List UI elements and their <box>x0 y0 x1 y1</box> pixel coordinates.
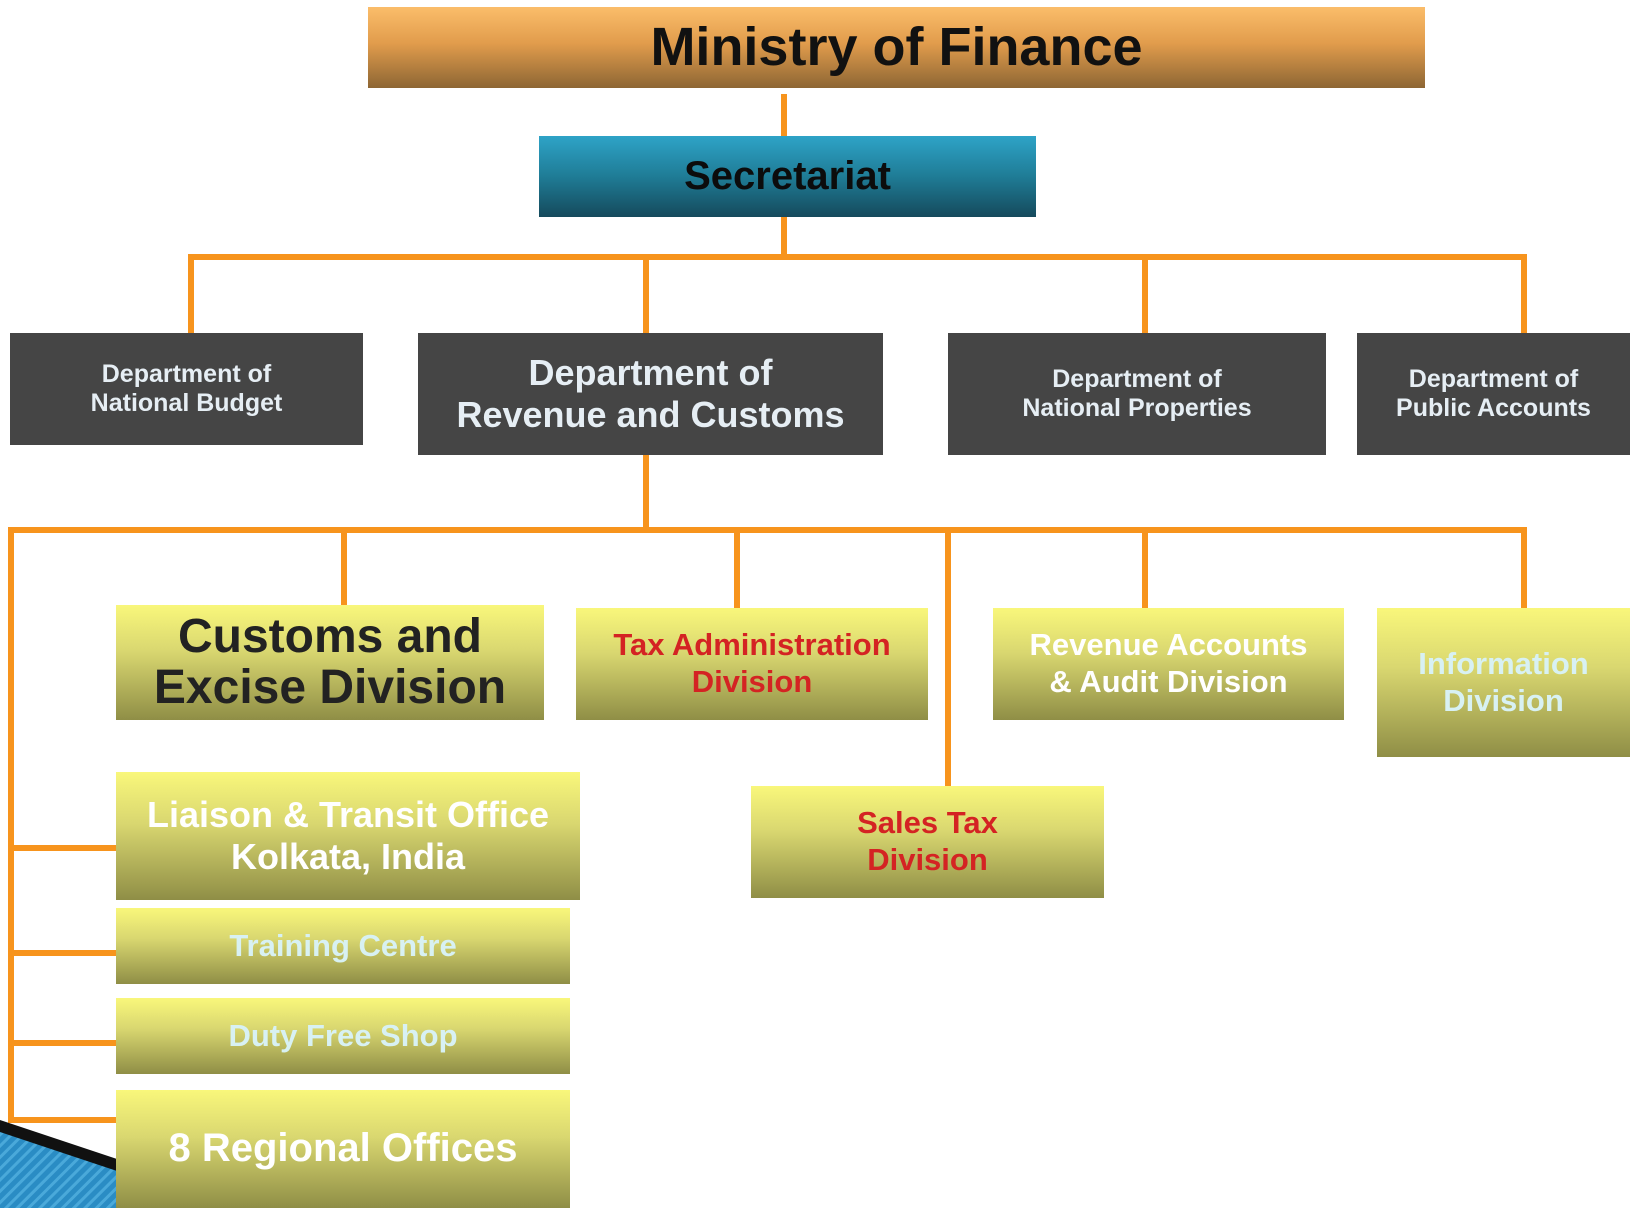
regional-offices-label: 8 Regional Offices <box>168 1126 518 1171</box>
node-liaison-transit-office: Liaison & Transit Office Kolkata, India <box>116 772 580 900</box>
node-secretariat-label: Secretariat <box>684 153 891 198</box>
node-dept-national-budget: Department of National Budget <box>10 333 363 445</box>
node-tax-administration-division: Tax Administration Division <box>576 608 928 720</box>
duty-free-shop-label: Duty Free Shop <box>228 1017 458 1053</box>
information-label: Information Division <box>1418 645 1589 718</box>
node-information-division: Information Division <box>1377 608 1630 757</box>
node-ministry-label: Ministry of Finance <box>650 16 1143 77</box>
node-training-centre: Training Centre <box>116 908 570 984</box>
dept-national-properties-label: Department of National Properties <box>1022 364 1252 423</box>
sales-tax-label: Sales Tax Division <box>857 805 998 877</box>
node-dept-national-properties: Department of National Properties <box>948 333 1326 455</box>
dept-public-accounts-label: Department of Public Accounts <box>1396 364 1591 423</box>
node-dept-revenue-customs: Department of Revenue and Customs <box>418 333 883 455</box>
customs-excise-label: Customs and Excise Division <box>153 610 507 714</box>
dept-national-budget-label: Department of National Budget <box>90 359 283 418</box>
dept-revenue-customs-label: Department of Revenue and Customs <box>456 351 845 435</box>
node-customs-excise-division: Customs and Excise Division <box>116 605 544 720</box>
node-dept-public-accounts: Department of Public Accounts <box>1357 333 1630 455</box>
liaison-transit-label: Liaison & Transit Office Kolkata, India <box>146 793 550 877</box>
tax-administration-label: Tax Administration Division <box>613 627 891 699</box>
revenue-accounts-label: Revenue Accounts & Audit Division <box>1029 627 1308 699</box>
node-duty-free-shop: Duty Free Shop <box>116 998 570 1074</box>
training-centre-label: Training Centre <box>229 927 457 963</box>
slide-corner-decoration <box>0 1110 120 1208</box>
node-revenue-accounts-audit-division: Revenue Accounts & Audit Division <box>993 608 1344 720</box>
node-ministry-of-finance: Ministry of Finance <box>368 7 1425 88</box>
node-sales-tax-division: Sales Tax Division <box>751 786 1104 898</box>
node-regional-offices: 8 Regional Offices <box>116 1090 570 1208</box>
node-secretariat: Secretariat <box>539 136 1036 217</box>
